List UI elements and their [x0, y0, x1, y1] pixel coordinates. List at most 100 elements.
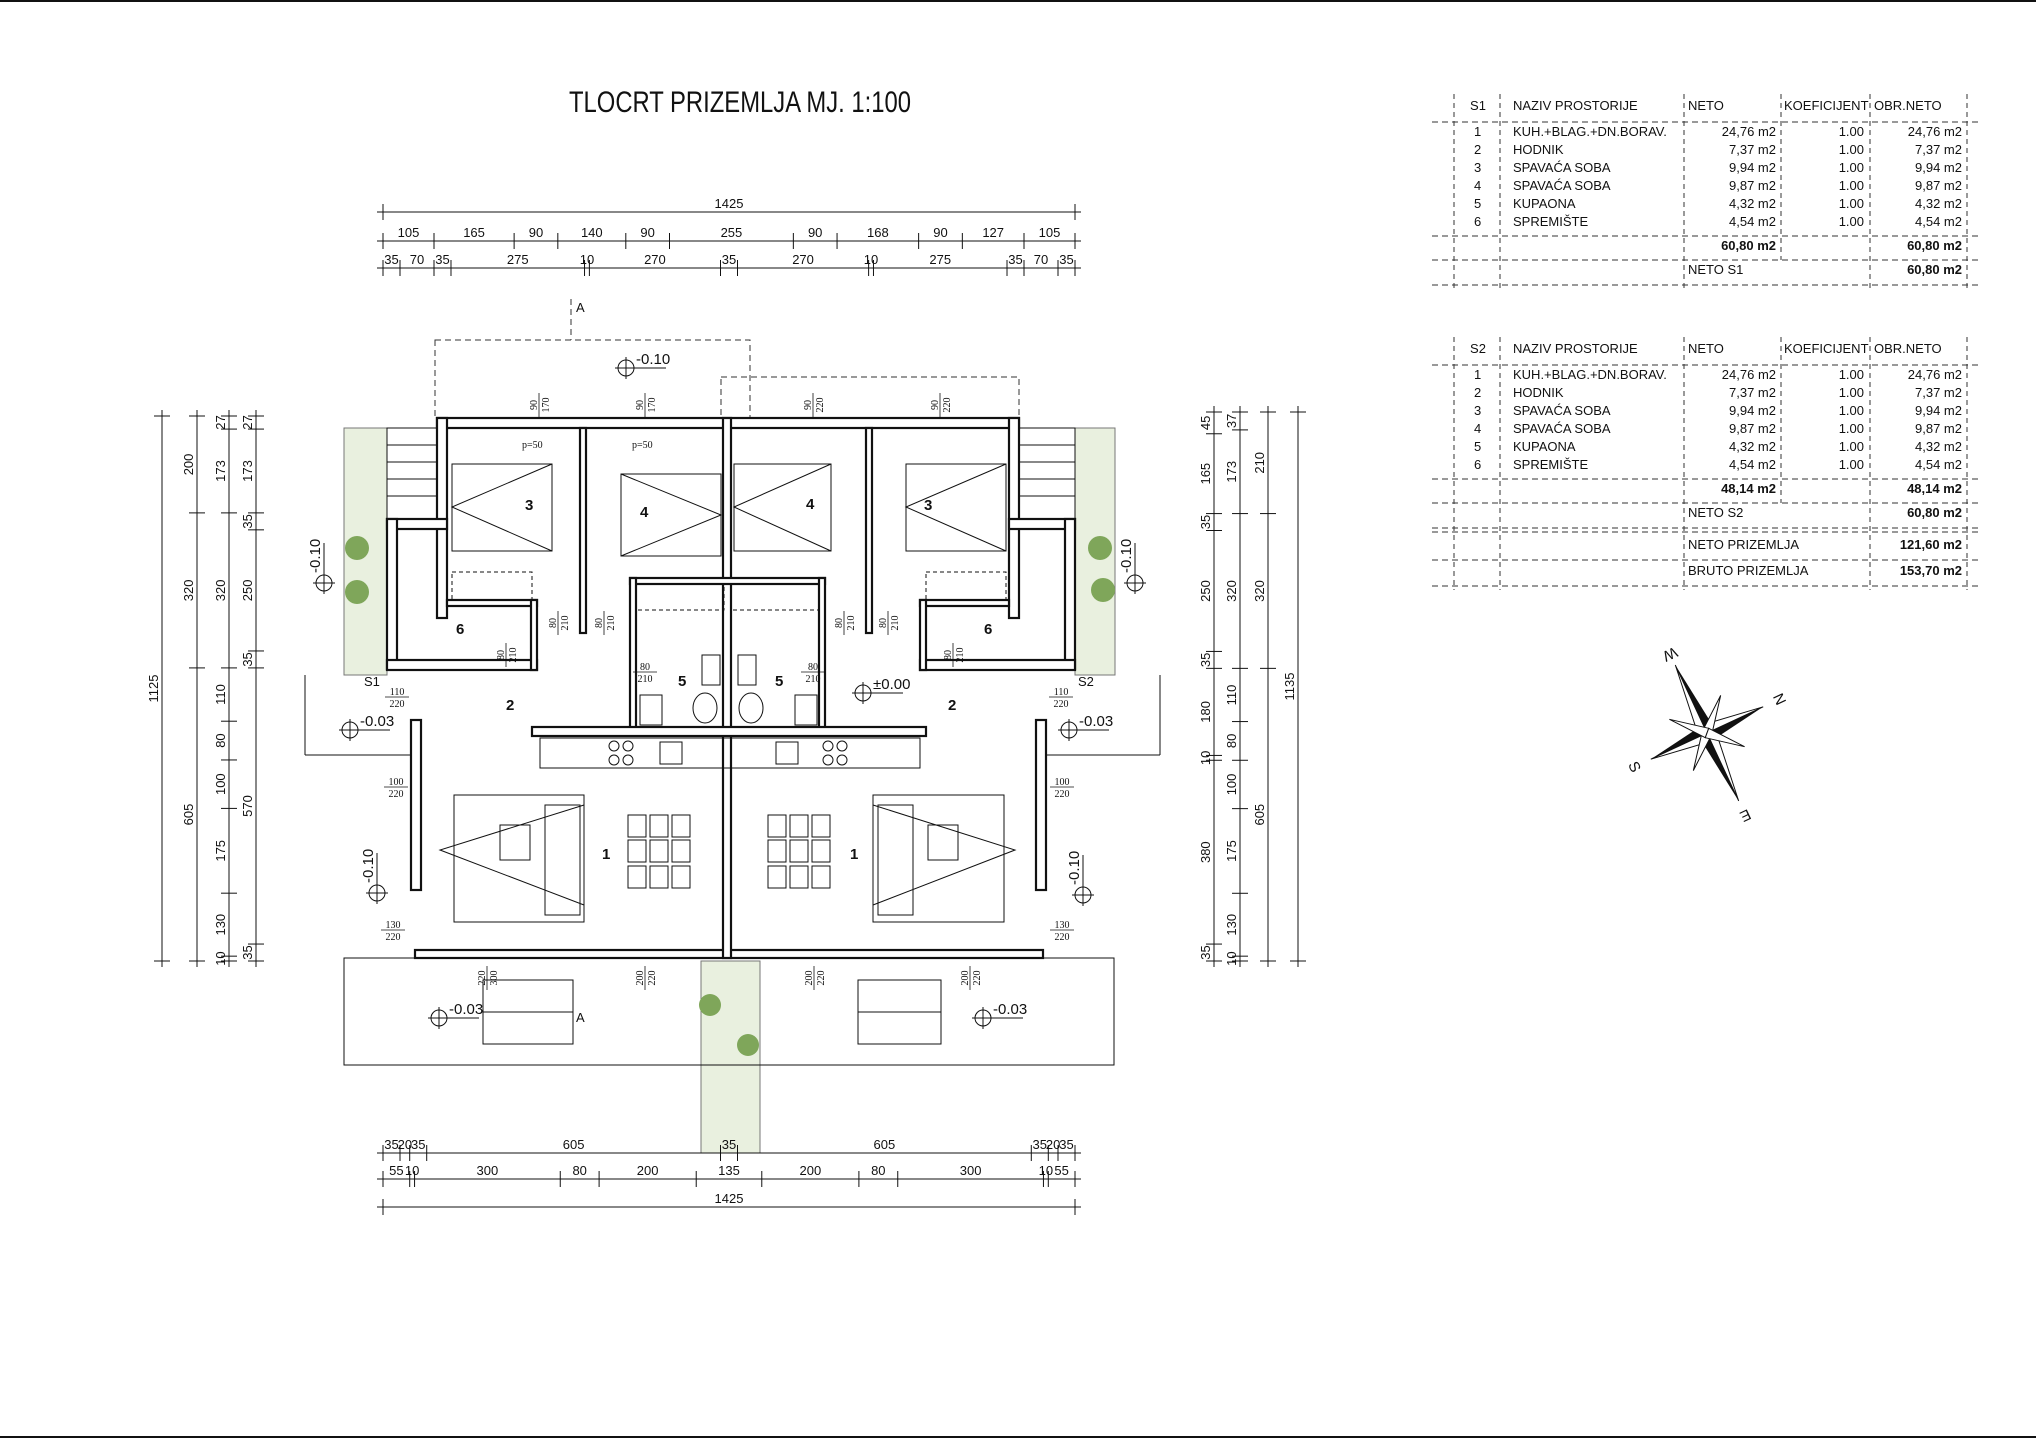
- dimension-value: 90: [808, 225, 822, 240]
- row-number: 1: [1474, 367, 1481, 382]
- total-neto: 48,14 m2: [1721, 481, 1776, 496]
- row-number: 6: [1474, 457, 1481, 472]
- table-header: KOEFICIJENT: [1784, 341, 1869, 356]
- svg-text:80: 80: [878, 618, 889, 628]
- summary-value: 121,60 m2: [1900, 537, 1962, 552]
- svg-text:220: 220: [972, 971, 983, 986]
- neto-area: 9,94 m2: [1729, 160, 1776, 175]
- obr-neto-area: 9,87 m2: [1915, 421, 1962, 436]
- dimension-value: 605: [181, 804, 196, 826]
- dimension-value: 320: [181, 580, 196, 602]
- toilet-icon: [639, 654, 818, 726]
- dimension-value: 80: [213, 733, 228, 747]
- dimension-value: 20: [398, 1137, 412, 1152]
- svg-text:220: 220: [1055, 789, 1070, 800]
- plant-icon: [345, 536, 1115, 1056]
- dimension-value: 35: [1008, 252, 1022, 267]
- dimension-value: 35: [240, 514, 255, 528]
- coefficient: 1.00: [1839, 385, 1864, 400]
- room-name: KUPAONA: [1513, 196, 1576, 211]
- sofa-icon: [438, 794, 1017, 923]
- level-mark: -0.10: [1066, 851, 1094, 906]
- svg-text:220: 220: [1055, 932, 1070, 943]
- coefficient: 1.00: [1839, 421, 1864, 436]
- svg-text:210: 210: [508, 648, 519, 663]
- dimension-value: 165: [1198, 463, 1213, 485]
- compass-e: E: [1737, 805, 1753, 825]
- summary-label: NETO S2: [1688, 505, 1743, 520]
- svg-text:220: 220: [477, 971, 488, 986]
- level-value: -0.03: [449, 1001, 483, 1018]
- dimension-value: 55: [389, 1163, 403, 1178]
- row-number: 3: [1474, 160, 1481, 175]
- dimension-value: 173: [240, 460, 255, 482]
- coefficient: 1.00: [1839, 196, 1864, 211]
- dimension-value: 200: [799, 1163, 821, 1178]
- dimension-value: 605: [874, 1137, 896, 1152]
- interior-walls: [445, 426, 1011, 738]
- dim-bottom-total: 1425: [377, 1191, 1081, 1215]
- coefficient: 1.00: [1839, 439, 1864, 454]
- dimension-value: 35: [1198, 945, 1213, 959]
- room-label: 2: [506, 697, 514, 714]
- svg-text:220: 220: [816, 971, 827, 986]
- room-name: SPAVAĆA SOBA: [1513, 421, 1611, 436]
- total-obr-neto: 48,14 m2: [1907, 481, 1962, 496]
- dimension-value: 250: [240, 580, 255, 602]
- room-name: SPAVAĆA SOBA: [1513, 160, 1611, 175]
- room-name: SPAVAĆA SOBA: [1513, 403, 1611, 418]
- dimension-value: 300: [477, 1163, 499, 1178]
- room-label: 4: [806, 496, 815, 513]
- obr-neto-area: 24,76 m2: [1908, 367, 1962, 382]
- dimension-value: 20: [1046, 1137, 1060, 1152]
- table-header: S1: [1470, 98, 1486, 113]
- dimension-value: 275: [507, 252, 529, 267]
- terrace-table-icon: [482, 979, 942, 1045]
- neto-area: 4,32 m2: [1729, 196, 1776, 211]
- dimension-value: 10: [405, 1163, 419, 1178]
- svg-text:130: 130: [386, 920, 401, 931]
- dimension-value: 35: [1198, 653, 1213, 667]
- neto-area: 9,87 m2: [1729, 178, 1776, 193]
- dimension-value: 320: [1224, 580, 1239, 602]
- table-header: NAZIV PROSTORIJE: [1513, 341, 1638, 356]
- compass-n: N: [1769, 691, 1789, 708]
- svg-text:170: 170: [541, 398, 552, 413]
- level-mark: ±0.00: [852, 676, 910, 704]
- dimension-value: 127: [982, 225, 1004, 240]
- obr-neto-area: 4,32 m2: [1915, 439, 1962, 454]
- room-name: KUH.+BLAG.+DN.BORAV.: [1513, 367, 1667, 382]
- dimension-value: 35: [240, 652, 255, 666]
- room-name: SPREMIŠTE: [1513, 214, 1588, 229]
- dimension-value: 130: [1224, 914, 1239, 936]
- garden-strip-center: [700, 960, 761, 1154]
- dimension-value: 320: [1252, 580, 1267, 602]
- svg-text:200: 200: [960, 971, 971, 986]
- dim-right-total: 1135: [1282, 406, 1306, 967]
- compass-s: S: [1624, 759, 1644, 775]
- dimension-value: 27: [240, 415, 255, 429]
- room-label: 6: [456, 621, 464, 638]
- dimension-value: 180: [1198, 701, 1213, 723]
- level-marks: -0.10-0.10-0.10-0.10-0.10-0.03-0.03-0.03…: [307, 351, 1146, 1029]
- svg-text:90: 90: [930, 400, 941, 410]
- dimension-value: 10: [1198, 751, 1213, 765]
- svg-text:220: 220: [390, 699, 405, 710]
